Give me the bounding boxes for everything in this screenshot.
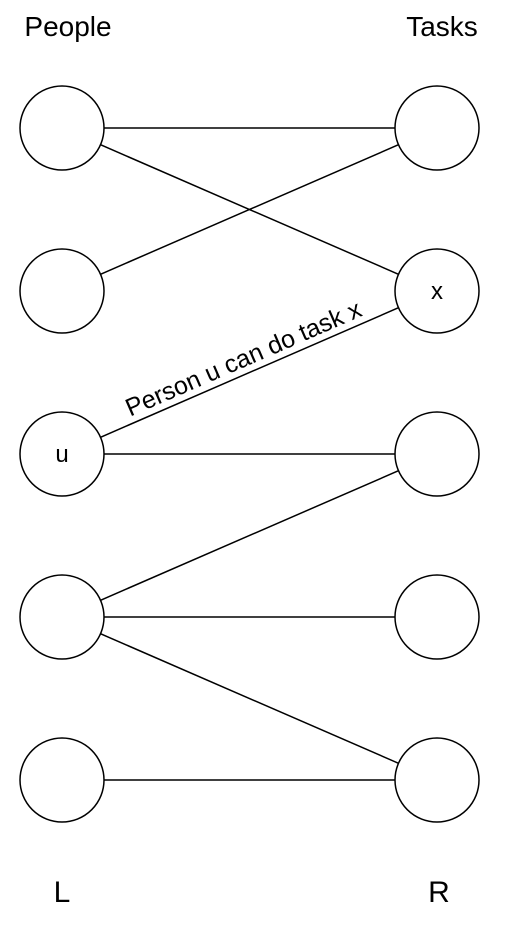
- node-circle: [394, 411, 480, 497]
- node-circle: [19, 248, 105, 334]
- person-node-4: [19, 574, 105, 660]
- node-circle: [19, 85, 105, 171]
- people-heading: People: [24, 11, 111, 42]
- task-node-4: [394, 574, 480, 660]
- node-circle: [394, 737, 480, 823]
- person-node-3: u: [19, 411, 105, 497]
- right-set-label: R: [428, 876, 450, 909]
- node-label: x: [431, 278, 443, 305]
- edge-l3-r2: [100, 470, 399, 601]
- node-circle: [19, 574, 105, 660]
- person-node-1: [19, 85, 105, 171]
- node-circle: [394, 248, 480, 334]
- task-node-1: [394, 85, 480, 171]
- edge-layer: [100, 127, 399, 781]
- node-circle: [19, 737, 105, 823]
- edge-label-layer: Person u can do task x: [121, 295, 366, 422]
- left-set-label: L: [54, 876, 71, 909]
- task-node-5: [394, 737, 480, 823]
- node-circle: [394, 574, 480, 660]
- node-circle: [19, 411, 105, 497]
- edge-l2-r1: [100, 307, 399, 438]
- node-label: u: [55, 441, 68, 468]
- node-layer: ux: [19, 85, 480, 823]
- tasks-heading: Tasks: [406, 11, 478, 42]
- person-node-2: [19, 248, 105, 334]
- task-node-3: [394, 411, 480, 497]
- edge-l3-r4: [100, 633, 399, 764]
- node-circle: [394, 85, 480, 171]
- person-node-5: [19, 737, 105, 823]
- task-node-2: x: [394, 248, 480, 334]
- edge-l1-r0: [100, 144, 399, 275]
- edge-label: Person u can do task x: [121, 295, 366, 422]
